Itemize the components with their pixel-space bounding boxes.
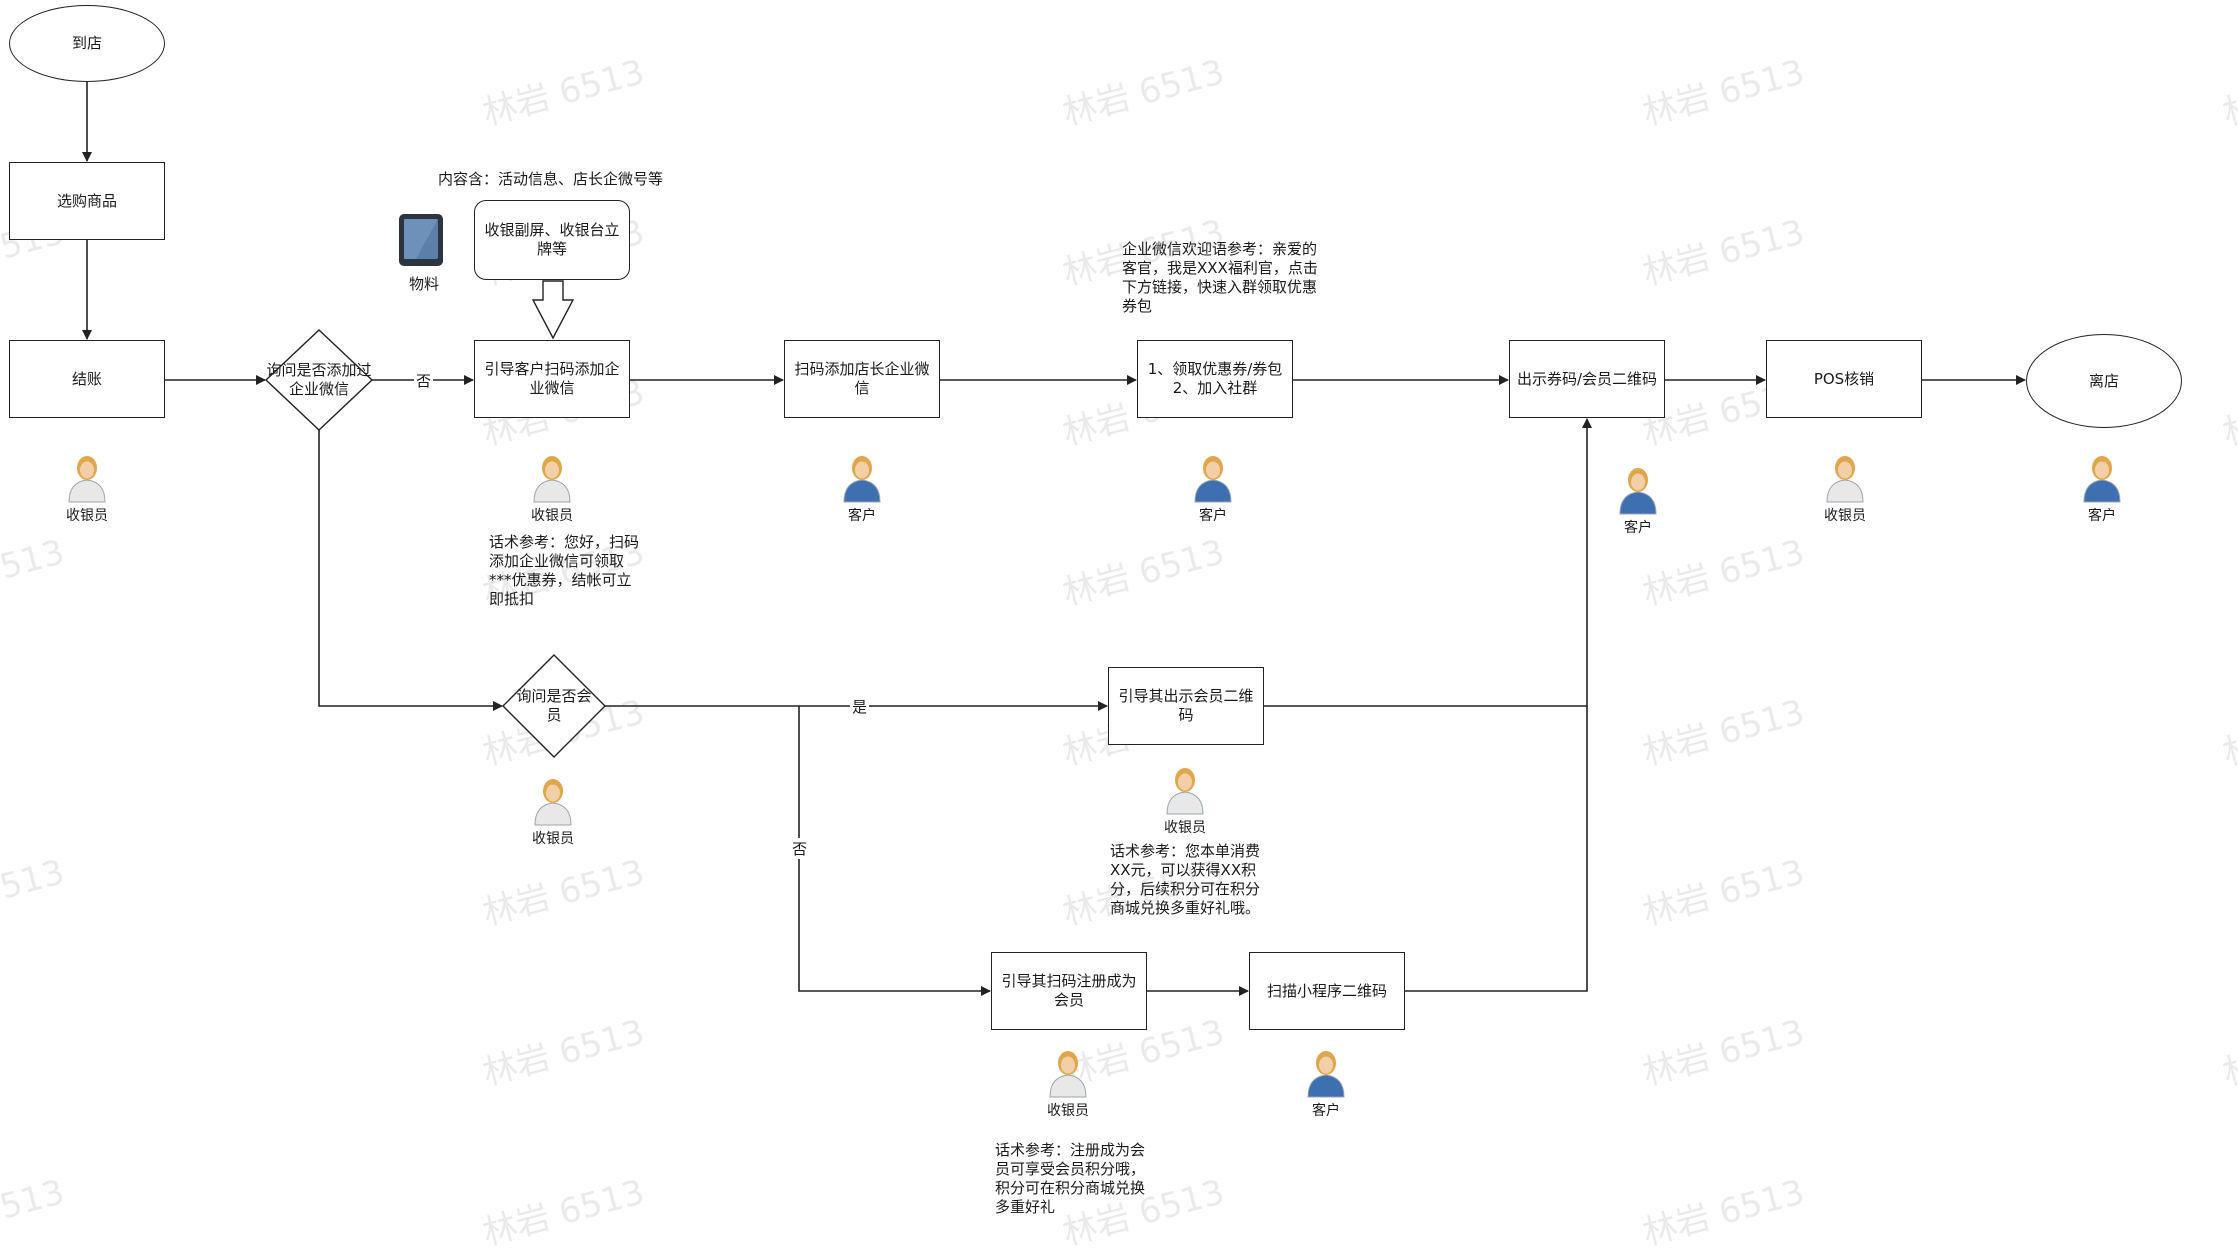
node-guide-scan: 引导客户扫码添加企业微信	[474, 340, 630, 418]
note-script-register: 话术参考：注册成为会员可享受会员积分哦，积分可在积分商城兑换多重好礼	[995, 1141, 1146, 1216]
customer-person-icon	[1619, 468, 1657, 515]
cashier-person-icon	[534, 779, 572, 826]
customer-person-icon	[1194, 456, 1232, 503]
edge-label-no: 否	[790, 838, 810, 859]
note-material-content: 内容含：活动信息、店长企微号等	[438, 170, 664, 188]
cashier-person-icon	[533, 456, 571, 503]
note-script-points: 话术参考：您本单消费XX元，可以获得XX积分，后续积分可在积分商城兑换多重好礼哦…	[1110, 842, 1261, 917]
role-customer: 客户	[2088, 508, 2116, 524]
node-guide-member-code: 引导其出示会员二维码	[1108, 667, 1264, 745]
edge-label-yes: 是	[850, 696, 870, 717]
node-guide-register: 引导其扫码注册成为会员	[991, 952, 1147, 1030]
edge-membercode-show	[1264, 418, 1592, 707]
node-checkout: 结账	[9, 340, 165, 418]
role-cashier: 收银员	[531, 508, 573, 524]
node-show-code: 出示券码/会员二维码	[1509, 340, 1665, 418]
cashier-person-icon	[1166, 768, 1204, 815]
role-customer: 客户	[1624, 520, 1652, 536]
node-scan-mini: 扫描小程序二维码	[1249, 952, 1405, 1030]
diamond-ask-wechat	[264, 329, 374, 431]
node-ask-member: 询问是否会员	[516, 687, 592, 724]
edge-label-no: 否	[414, 370, 434, 391]
note-material-label: 物料	[408, 275, 439, 293]
callout-arrow	[531, 280, 575, 340]
customer-person-icon	[2083, 456, 2121, 503]
cashier-person-icon	[68, 456, 106, 503]
role-cashier: 收银员	[1164, 820, 1206, 836]
role-cashier: 收银员	[1047, 1103, 1089, 1119]
customer-person-icon	[1307, 1051, 1345, 1098]
role-customer: 客户	[848, 508, 876, 524]
note-welcome: 企业微信欢迎语参考：亲爱的客官，我是XXX福利官，点击下方链接，快速入群领取优惠…	[1122, 240, 1318, 315]
node-material: 收银副屏、收银台立牌等	[474, 200, 630, 280]
node-ask-wechat: 询问是否添加过企业微信	[266, 361, 372, 398]
customer-person-icon	[843, 456, 881, 503]
edge-ask-member	[318, 430, 503, 711]
node-shop: 选购商品	[9, 162, 165, 240]
note-script-scan: 话术参考：您好，扫码添加企业微信可领取***优惠券，结帐可立即抵扣	[489, 533, 640, 608]
tablet-icon	[399, 214, 443, 266]
cashier-person-icon	[1826, 456, 1864, 503]
node-leave: 离店	[2026, 334, 2182, 428]
node-arrive: 到店	[9, 5, 165, 82]
diamond-ask-member	[502, 654, 606, 758]
role-customer: 客户	[1312, 1103, 1340, 1119]
role-customer: 客户	[1199, 508, 1227, 524]
edge-mini-show	[1405, 706, 1588, 992]
role-cashier: 收银员	[1824, 508, 1866, 524]
role-cashier: 收银员	[66, 508, 108, 524]
node-scan-add: 扫码添加店长企业微信	[784, 340, 940, 418]
node-pos: POS核销	[1766, 340, 1922, 418]
cashier-person-icon	[1049, 1051, 1087, 1098]
role-cashier: 收银员	[532, 831, 574, 847]
edge-member-no	[798, 706, 991, 996]
node-get-coupon: 1、领取优惠券/券包 2、加入社群	[1137, 340, 1293, 418]
